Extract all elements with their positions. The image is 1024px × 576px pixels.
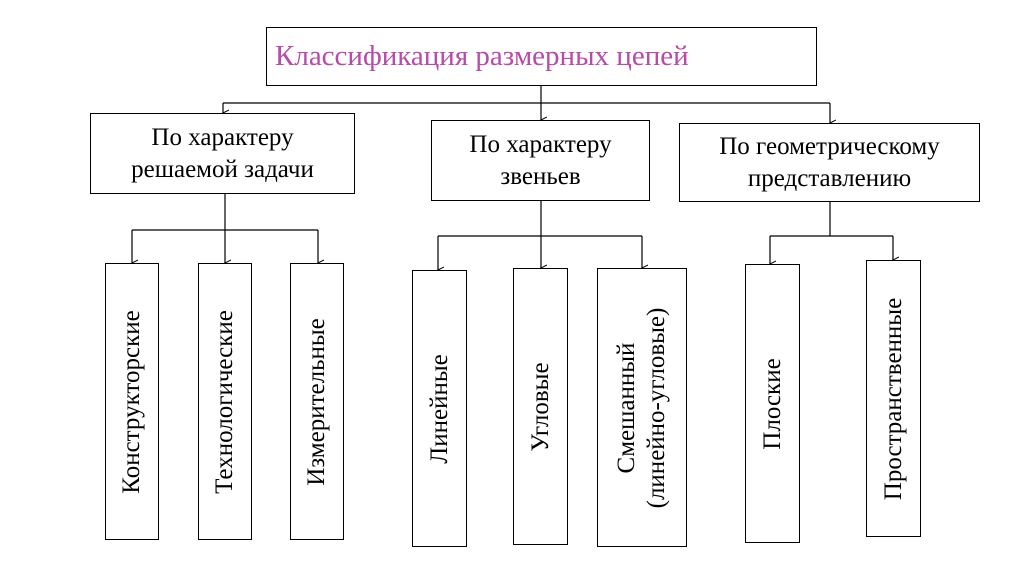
group-label-links: По характеру звеньев — [469, 131, 612, 190]
leaf-prostranstvennye: Пространственные — [866, 260, 921, 537]
group-box-geometry: По геометрическому представлению — [679, 123, 980, 202]
diagram-title: Классификация размерных цепей — [275, 40, 689, 73]
leaf-konstruktorskie: Конструкторские — [105, 263, 159, 540]
leaf-lineinye: Линейные — [412, 270, 467, 547]
leaf-uglovye: Угловые — [513, 268, 568, 545]
leaf-izmeritelnye: Измерительные — [290, 263, 344, 540]
leaf-smeshannyi: Смешанный (линейно-угловые) — [597, 268, 687, 547]
group-label-geometry: По геометрическому представлению — [719, 133, 940, 192]
group-box-task: По характеру решаемой задачи — [90, 113, 355, 194]
leaf-tekhnologicheskie: Технологические — [198, 263, 252, 540]
group-label-task: По характеру решаемой задачи — [131, 124, 314, 183]
leaf-ploskie: Плоские — [745, 264, 800, 543]
title-box: Классификация размерных цепей — [266, 27, 817, 86]
group-box-links: По характеру звеньев — [431, 120, 650, 201]
